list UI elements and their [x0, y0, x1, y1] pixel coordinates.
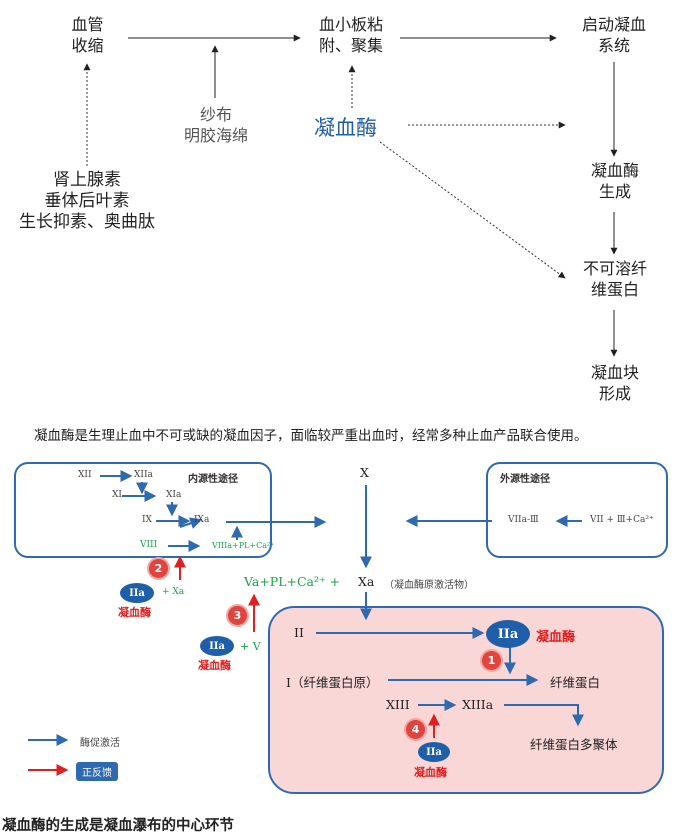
clot-line1: 凝血块 [590, 363, 639, 382]
start-coag-line2: 系统 [597, 36, 630, 55]
hormones-line3: 生长抑素、奥曲肽 [19, 212, 155, 232]
start-coag-line1: 启动凝血 [581, 15, 646, 34]
intrinsic-title: 内源性途径 [188, 474, 238, 485]
top-flow-arrows [83, 34, 618, 357]
factor-XII: XII [78, 470, 92, 480]
factor-I-fibrinogen: I（纤维蛋白原） [286, 675, 379, 690]
factor-VIIa-III: VIIa-Ⅲ [508, 515, 539, 525]
badge-2: 2 [149, 559, 168, 578]
factor-Xa: Xa [358, 574, 375, 589]
factor-Va-complex: Va+PL+Ca²⁺ + [244, 574, 341, 589]
thrombin-gen-node: 凝血酶 生成 [572, 160, 658, 202]
fibrin-line2: 维蛋白 [590, 280, 639, 299]
factor-X: X [360, 465, 369, 480]
common-pathway-box [268, 606, 664, 794]
gauze-line1: 纱布 [199, 105, 232, 124]
thrombin-label-2: 凝血酶 [198, 659, 231, 672]
fibrin-node: 不可溶纤 维蛋白 [570, 258, 660, 300]
caption-2: 凝血酶的生成是凝血瀑布的中心环节 [2, 818, 234, 834]
clot-node: 凝血块 形成 [572, 362, 658, 404]
platelet-node: 血小板粘 附、聚集 [306, 14, 396, 56]
vasoconstriction-line1: 血管 [71, 15, 104, 34]
hormones-line1: 肾上腺素 [53, 170, 121, 190]
factor-XI: XI [112, 490, 122, 500]
prothrombinase-label: （凝血酶原激活物） [384, 580, 474, 591]
IIa-oval-4: IIa [418, 742, 450, 762]
factor-XIII: XIII [386, 697, 410, 712]
legend-feedback-label: 正反馈 [76, 762, 118, 781]
start-coag-node: 启动凝血 系统 [568, 14, 660, 56]
badge-4: 4 [406, 720, 425, 739]
platelet-line1: 血小板粘 [318, 15, 383, 34]
gauze-node: 纱布 明胶海绵 [168, 104, 264, 146]
fibrin-line1: 不可溶纤 [582, 259, 647, 278]
factor-XIIIa: XIIIa [462, 697, 494, 712]
factor-VII-complex: VII + Ⅲ+Ca²⁺ [590, 515, 654, 525]
thrombin-label-4: 凝血酶 [414, 766, 447, 779]
IIa-oval-1: IIa [120, 583, 154, 603]
factor-IX: IX [142, 515, 152, 525]
factor-XIIa: XIIa [134, 470, 153, 480]
legend-enzyme-label: 酶促激活 [80, 738, 120, 749]
factor-II: II [294, 625, 304, 640]
hormones-node: 肾上腺素 垂体后叶素 生长抑素、奥曲肽 [4, 170, 170, 233]
clot-line2: 形成 [598, 384, 631, 403]
extrinsic-pathway-box [486, 462, 668, 558]
factor-XIa: XIa [166, 490, 182, 500]
extrinsic-title: 外源性途径 [500, 474, 550, 485]
hormones-line2: 垂体后叶素 [44, 191, 130, 211]
thrombin-gen-line2: 生成 [598, 182, 631, 201]
IIa-oval-main: IIa [486, 620, 530, 648]
thrombin-label-1: 凝血酶 [118, 606, 151, 619]
factor-VIII: VIII [140, 540, 158, 550]
thrombin-label-main: 凝血酶 [536, 630, 576, 645]
plus-V: + V [240, 640, 261, 653]
fibrin-polymer-label: 纤维蛋白多聚体 [530, 737, 618, 752]
badge-3: 3 [228, 606, 247, 625]
gauze-line2: 明胶海绵 [183, 126, 248, 145]
factor-IXa: IXa [194, 515, 210, 525]
platelet-line2: 附、聚集 [318, 36, 383, 55]
plus-Xa: + Xa [162, 587, 185, 597]
vasoconstriction-node: 血管 收缩 [60, 14, 115, 56]
intrinsic-pathway-box [14, 462, 272, 558]
badge-1: 1 [482, 651, 501, 670]
factor-VIIIa-complex: VIIIa+PL+Ca²⁺ [212, 541, 275, 550]
caption-1: 凝血酶是生理止血中不可或缺的凝血因子，面临较严重出血时，经常多种止血产品联合使用… [34, 428, 588, 444]
thrombin-gen-line1: 凝血酶 [590, 161, 639, 180]
thrombin-node: 凝血酶 [314, 116, 377, 140]
IIa-oval-2: IIa [200, 636, 234, 656]
vasoconstriction-line2: 收缩 [71, 36, 104, 55]
fibrin-label: 纤维蛋白 [550, 675, 601, 690]
